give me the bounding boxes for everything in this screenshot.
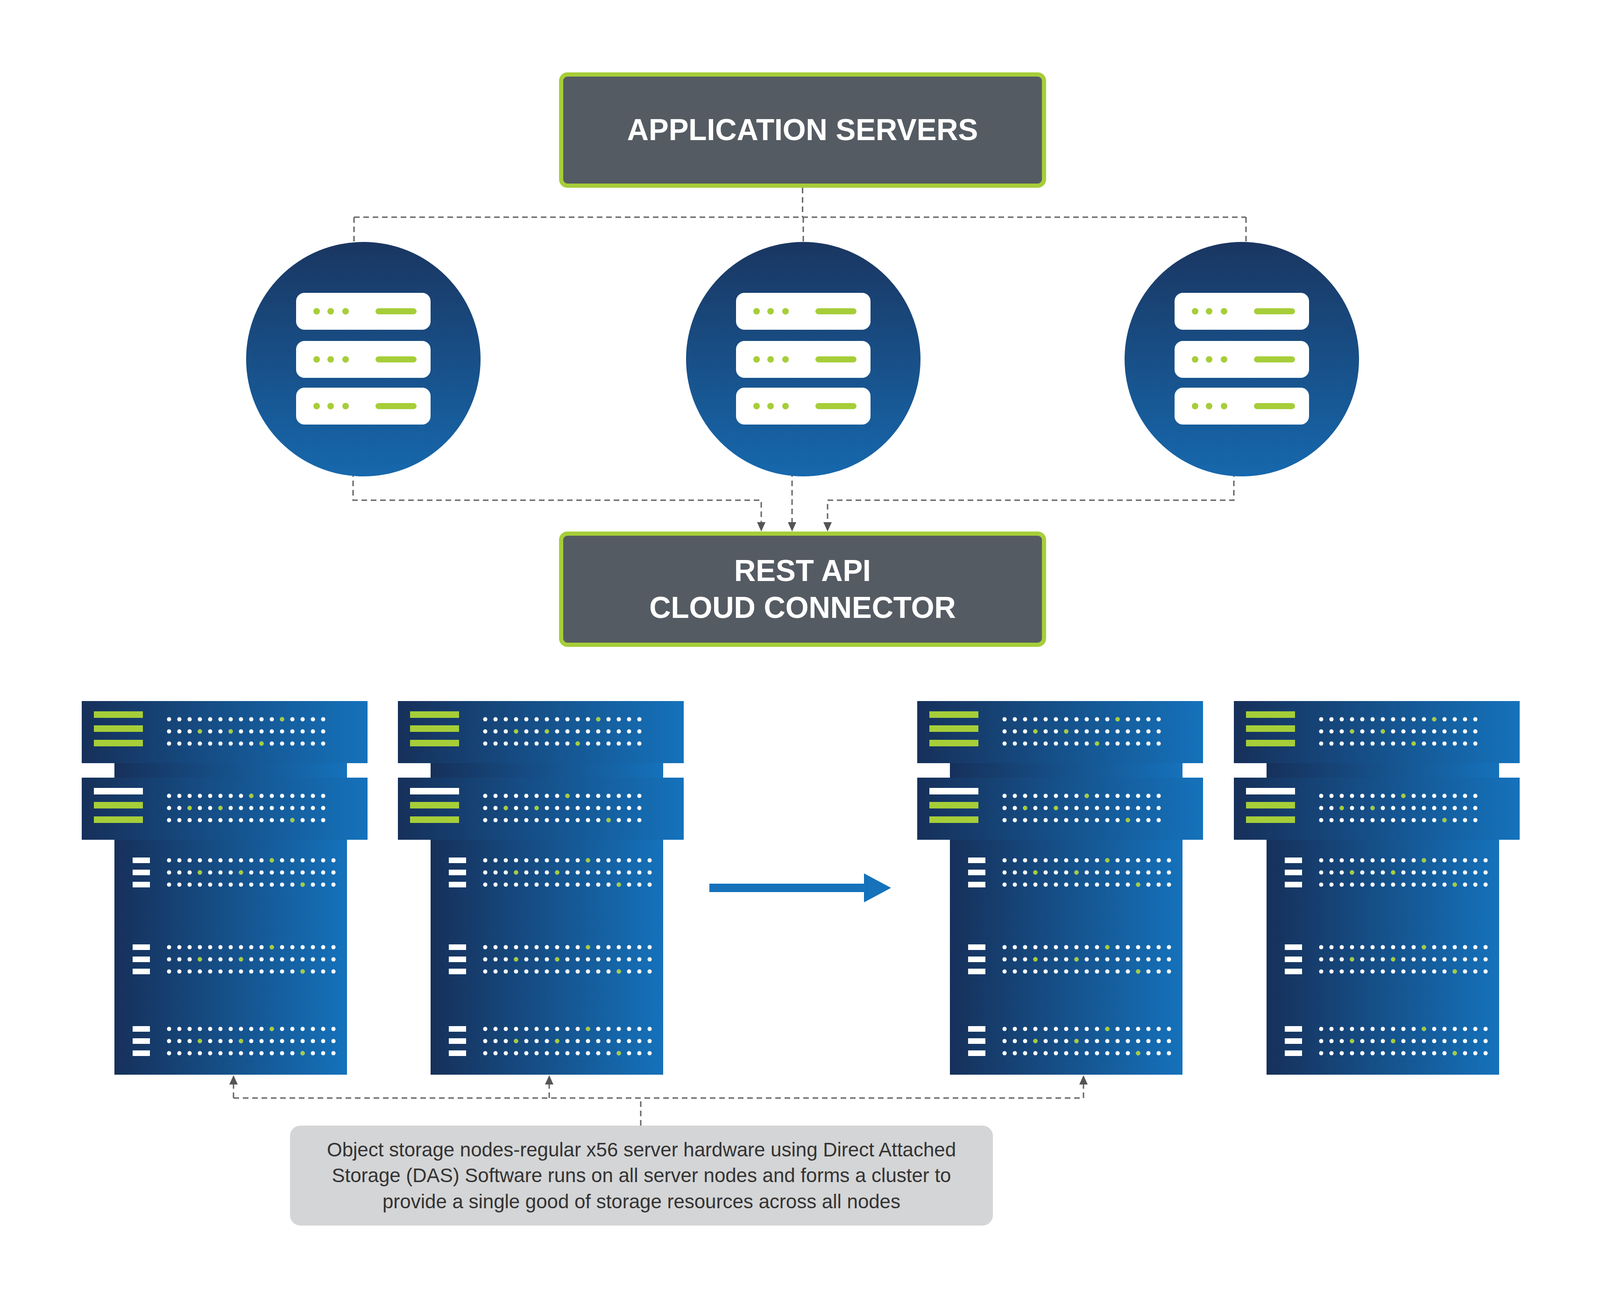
connector-line bbox=[791, 359, 793, 523]
migration-arrow bbox=[709, 873, 892, 903]
note-text: Object storage nodes-regular x56 server … bbox=[308, 1136, 975, 1215]
box-title: REST API CLOUD CONNECTOR bbox=[649, 552, 956, 626]
arrow-head bbox=[823, 522, 832, 532]
arrow-head bbox=[757, 522, 766, 532]
arrow-head bbox=[787, 522, 797, 532]
connector bbox=[353, 187, 1247, 532]
note-box: Object storage nodes-regular x56 server … bbox=[290, 1125, 993, 1226]
connector-line bbox=[353, 359, 762, 523]
process-box: APPLICATION SERVERS bbox=[559, 72, 1047, 188]
connector-line bbox=[353, 187, 1247, 360]
note-leader-heads bbox=[229, 1075, 1088, 1085]
note-leader-lines bbox=[233, 1084, 1084, 1126]
process-box: REST API CLOUD CONNECTOR bbox=[559, 531, 1047, 647]
connector-line bbox=[827, 359, 1234, 523]
box-title: APPLICATION SERVERS bbox=[627, 111, 979, 149]
